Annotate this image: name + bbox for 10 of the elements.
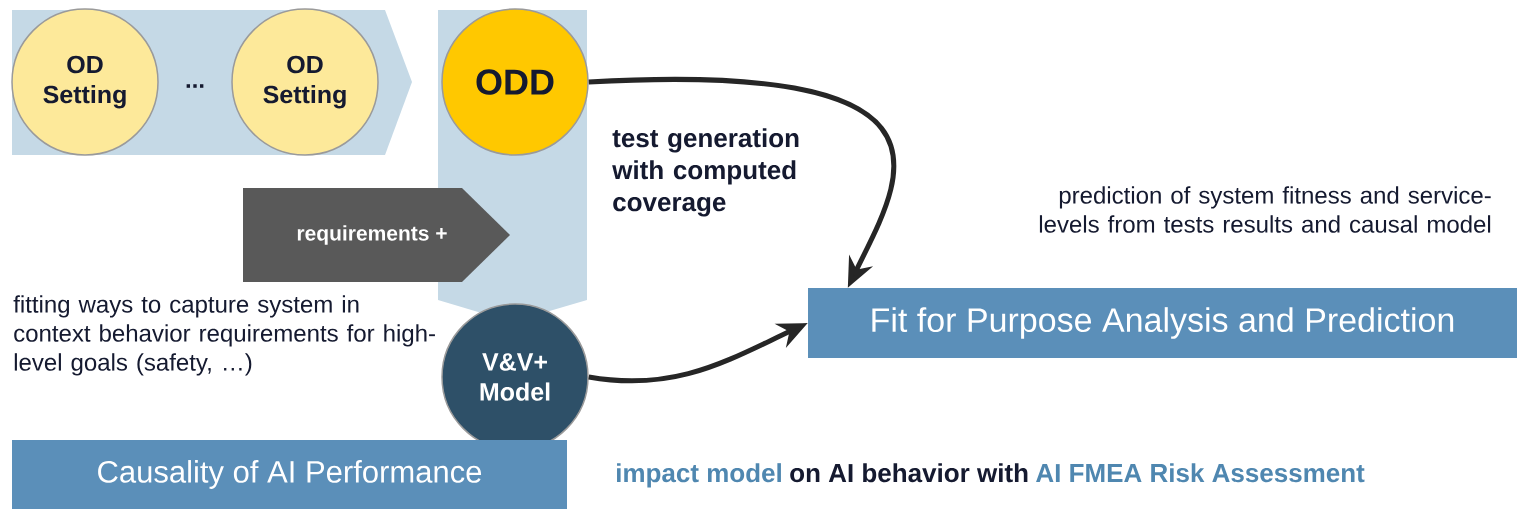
edge-label: test generation with computed coverage [612,128,799,217]
caption-text: on AI behavior with [790,463,1028,483]
title-box: Causality of AI Performance [12,440,567,509]
ellipsis: ... [186,84,204,88]
description-text: fitting ways to capture system in context behavior requirements for high-level goals (safety, …) [13,295,435,376]
highlight-text: AI FMEA Risk Assessment [1036,463,1365,483]
description-text: prediction of system fitness and service-levels from tests results and causal model [1039,186,1491,233]
title-box: Fit for Purpose Analysis and Prediction [808,288,1517,358]
arrow-box: requirements + [243,188,510,282]
highlight-text: impact model [617,463,781,488]
